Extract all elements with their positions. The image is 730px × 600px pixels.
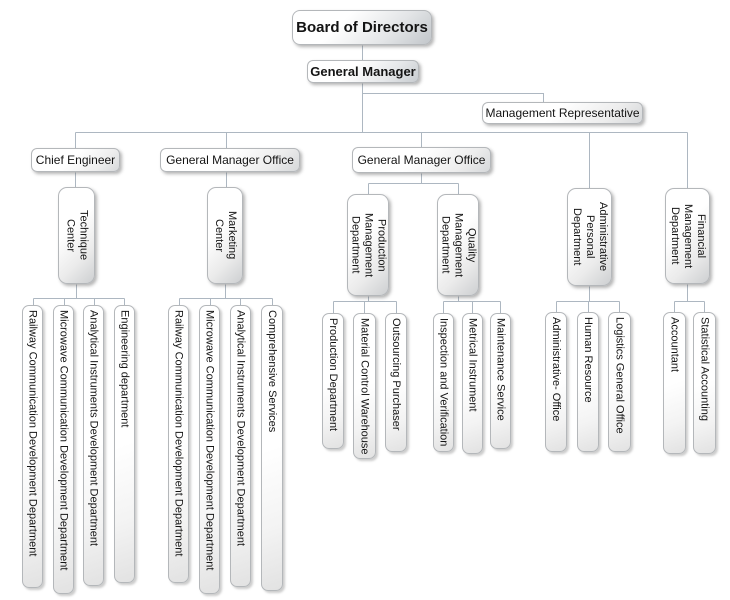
node-label: Engineering department (118, 310, 131, 428)
node-management-representative: Management Representative (482, 102, 643, 124)
node-label: General Manager Office (357, 153, 486, 167)
node-marketing-center: Marketing Center (207, 187, 243, 284)
node-statistical-accounting: Statistical Accounting (693, 312, 716, 454)
node-railway-comm-dev-dept-marketing: Railway Communication Development Depart… (168, 305, 189, 583)
node-production-management-department: Production Management Department (347, 194, 389, 296)
node-outsourcing-purchaser: Outsourcing Purchaser (385, 313, 407, 452)
node-maintenance-service: Maintenance Service (490, 313, 511, 449)
node-label: Administrative Personal Department (571, 202, 609, 272)
node-general-manager: General Manager (307, 60, 419, 83)
node-general-manager-office-1: General Manager Office (160, 148, 300, 172)
node-label: Chief Engineer (35, 153, 116, 167)
node-label: Microwave Communication Development Depa… (57, 310, 70, 571)
node-label: Comprehensive Services (266, 310, 279, 433)
node-microwave-comm-dev-dept-marketing: Microwave Communication Development Depa… (199, 305, 220, 594)
node-label: Human Resource (582, 317, 595, 403)
node-board-of-directors: Board of Directors (292, 10, 432, 45)
node-label: Production Department (327, 318, 340, 432)
node-logistics-general-office: Logistics General Office (608, 312, 631, 452)
node-label: Statistical Accounting (698, 317, 711, 421)
node-label: Logistics General Office (613, 317, 626, 434)
node-material-control-warehouse: Material Control Warehouse (353, 313, 376, 459)
node-comprehensive-services: Comprehensive Services (261, 305, 283, 591)
node-label: Administrative- Office (550, 317, 563, 422)
node-railway-comm-dev-dept-technique: Railway Communication Development Depart… (22, 305, 43, 588)
node-general-manager-office-2: General Manager Office (352, 147, 491, 173)
node-technique-center: Technique Center (58, 187, 95, 284)
node-production-department: Production Department (322, 313, 344, 449)
node-label: Maintenance Service (494, 318, 507, 421)
node-analytical-instruments-dev-dept-technique: Analytical Instruments Development Depar… (83, 305, 104, 586)
node-label: Management Representative (485, 106, 640, 120)
node-label: Microwave Communication Development Depa… (203, 310, 216, 571)
node-metrical-instrument: Metrical Instrument (462, 313, 483, 454)
node-label: Railway Communication Development Depart… (172, 310, 185, 557)
node-microwave-comm-dev-dept-technique: Microwave Communication Development Depa… (53, 305, 74, 594)
node-label: Production Management Department (349, 212, 388, 278)
node-label: Railway Communication Development Depart… (26, 310, 39, 557)
node-label: Metrical Instrument (466, 318, 479, 412)
node-administrative-personal-department: Administrative Personal Department (567, 188, 612, 286)
node-engineering-department: Engineering department (114, 305, 135, 583)
node-inspection-and-verification: Inspection and Verification (433, 313, 454, 452)
node-quality-management-department: Quality Management Department (437, 194, 479, 296)
node-label: Technique Center (64, 210, 90, 261)
node-human-resource: Human Resource (577, 312, 599, 452)
node-label: Financial Management Department (669, 203, 707, 269)
node-analytical-instruments-dev-dept-marketing: Analytical Instruments Development Depar… (230, 305, 251, 587)
node-label: Quality Management Department (439, 212, 478, 278)
node-label: Board of Directors (296, 19, 428, 36)
node-label: Inspection and Verification (437, 318, 450, 447)
node-administrative-office: Administrative- Office (545, 312, 567, 452)
node-label: Analytical Instruments Development Depar… (87, 310, 100, 546)
node-financial-management-department: Financial Management Department (665, 188, 710, 284)
node-label: Outsourcing Purchaser (390, 318, 403, 431)
node-chief-engineer: Chief Engineer (31, 148, 120, 172)
node-label: Analytical Instruments Development Depar… (234, 310, 247, 546)
node-label: General Manager Office (166, 153, 294, 167)
node-label: Accountant (668, 317, 681, 373)
node-accountant: Accountant (663, 312, 686, 454)
node-label: Material Control Warehouse (358, 318, 371, 455)
node-label: Marketing Center (213, 211, 238, 260)
node-label: General Manager (310, 64, 416, 79)
